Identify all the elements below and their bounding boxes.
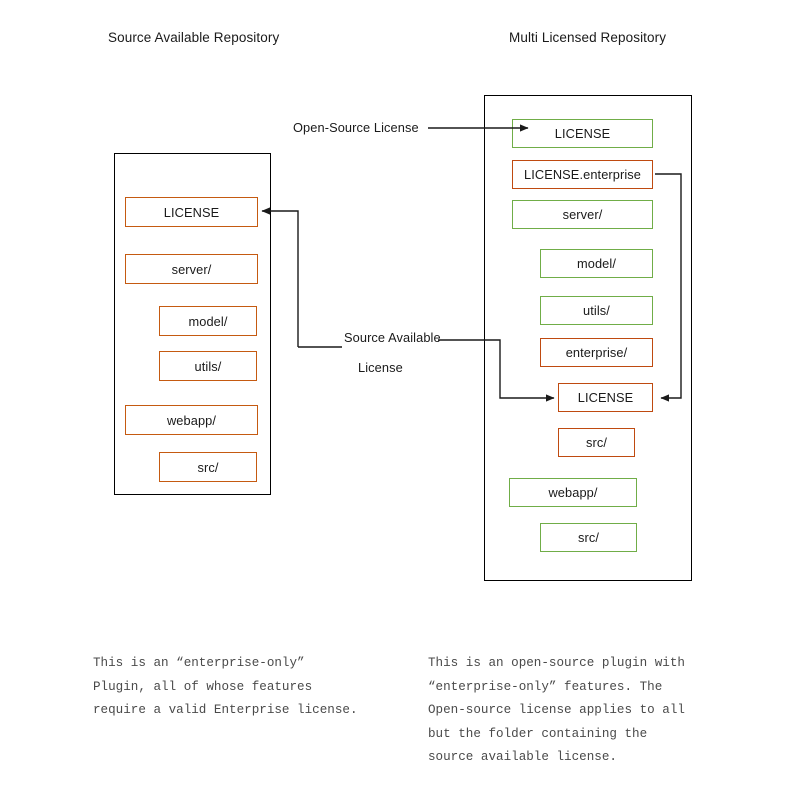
edge-label-source-available-line2: License bbox=[358, 360, 403, 375]
node-label: model/ bbox=[188, 313, 228, 329]
node-label: webapp/ bbox=[166, 412, 217, 428]
node-label: utils/ bbox=[583, 303, 610, 318]
node-label: webapp/ bbox=[548, 485, 598, 500]
right-caption: This is an open-source plugin with “ente… bbox=[428, 656, 685, 764]
node-label: utils/ bbox=[194, 358, 222, 374]
node-label: enterprise/ bbox=[565, 345, 628, 360]
right-repo-node-src[interactable]: src/ bbox=[540, 523, 637, 552]
left-caption: This is an “enterprise-only” Plugin, all… bbox=[93, 656, 358, 717]
edge-label-source-available-line1: Source Available bbox=[344, 330, 441, 345]
node-label: LICENSE bbox=[577, 390, 634, 405]
right-repo-node-webapp[interactable]: webapp/ bbox=[509, 478, 637, 507]
node-label: server/ bbox=[171, 261, 212, 277]
node-label: src/ bbox=[577, 530, 599, 545]
left-repo-node-model[interactable]: model/ bbox=[159, 306, 257, 336]
right-repo-node-license[interactable]: LICENSE bbox=[558, 383, 653, 412]
node-label: server/ bbox=[562, 207, 603, 222]
right-repo-node-license-enterprise[interactable]: LICENSE.enterprise bbox=[512, 160, 653, 189]
right-repo-node-model[interactable]: model/ bbox=[540, 249, 653, 278]
node-label: LICENSE bbox=[554, 126, 611, 141]
node-label: LICENSE.enterprise bbox=[523, 167, 642, 182]
right-repo-node-server[interactable]: server/ bbox=[512, 200, 653, 229]
right-repo-node-src[interactable]: src/ bbox=[558, 428, 635, 457]
right-repo-node-utils[interactable]: utils/ bbox=[540, 296, 653, 325]
right-repo-node-enterprise[interactable]: enterprise/ bbox=[540, 338, 653, 367]
left-repo-node-server[interactable]: server/ bbox=[125, 254, 258, 284]
right-repo-node-license[interactable]: LICENSE bbox=[512, 119, 653, 148]
node-label: model/ bbox=[576, 256, 616, 271]
edge-label-open-source-license: Open-Source License bbox=[293, 120, 419, 135]
right-repo-title: Multi Licensed Repository bbox=[509, 30, 667, 45]
node-label: src/ bbox=[197, 459, 219, 475]
node-label: src/ bbox=[585, 435, 607, 450]
node-label: LICENSE bbox=[163, 204, 220, 220]
left-repo-node-webapp[interactable]: webapp/ bbox=[125, 405, 258, 435]
left-repo-node-src[interactable]: src/ bbox=[159, 452, 257, 482]
left-repo-node-utils[interactable]: utils/ bbox=[159, 351, 257, 381]
left-repo-title: Source Available Repository bbox=[108, 30, 280, 45]
left-repo-node-license[interactable]: LICENSE bbox=[125, 197, 258, 227]
